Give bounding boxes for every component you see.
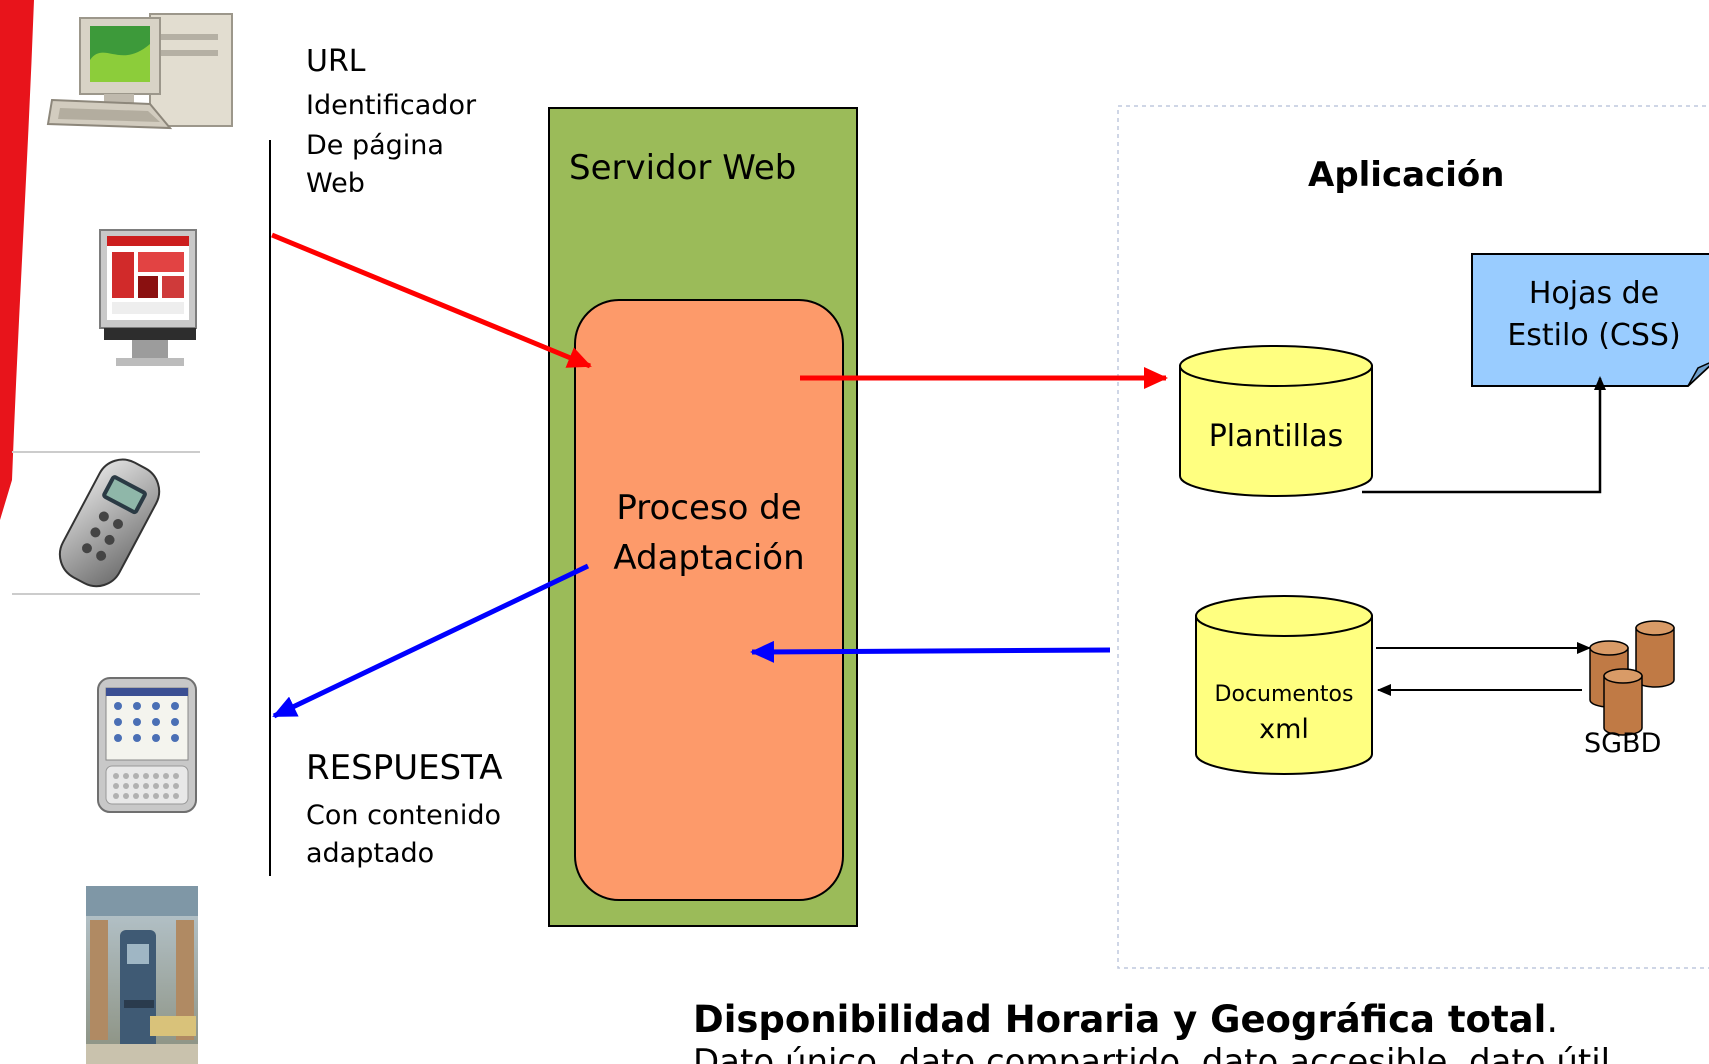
templates-to-stylesheet-connector	[1362, 378, 1602, 494]
documents-line-1: Documentos	[1214, 682, 1354, 707]
mobile-phone-icon	[58, 458, 161, 588]
footer-headline-punct: .	[1546, 998, 1559, 1041]
stylesheet-document	[1471, 253, 1709, 387]
sgbd-database-icon	[1589, 620, 1675, 736]
server-title: Servidor Web	[569, 148, 797, 188]
request-title: URL	[306, 44, 366, 79]
red-accent-band	[0, 0, 34, 520]
stylesheet-line-2: Estilo (CSS)	[1507, 318, 1681, 353]
response-line-1: Con contenido	[306, 800, 502, 831]
documents-line-2: xml	[1259, 714, 1309, 745]
templates-cylinder	[1179, 345, 1373, 497]
request-line-1: Identificador	[306, 90, 477, 121]
flat-screen-monitor-icon	[99, 229, 197, 366]
process-line-1: Proceso de	[616, 488, 802, 528]
application-title: Aplicación	[1308, 155, 1505, 195]
xml-documents-cylinder	[1195, 595, 1373, 775]
request-line-3: Web	[306, 168, 365, 199]
adaptation-process-box	[574, 299, 844, 901]
response-title: RESPUESTA	[306, 748, 503, 788]
street-kiosk-icon	[86, 886, 198, 1064]
database-label: SGBD	[1584, 728, 1662, 759]
request-line-2: De página	[306, 130, 444, 161]
stylesheet-line-1: Hojas de	[1528, 276, 1660, 311]
response-line-2: adaptado	[306, 838, 435, 869]
templates-label: Plantillas	[1208, 419, 1344, 454]
footer-headline: Disponibilidad Horaria y Geográfica tota…	[693, 998, 1558, 1042]
desktop-computer-icon	[46, 13, 233, 130]
application-response-arrow	[750, 640, 1111, 663]
client-response-arrow	[272, 563, 590, 719]
pda-icon	[97, 677, 197, 813]
process-line-2: Adaptación	[613, 538, 805, 578]
footer-headline-text: Disponibilidad Horaria y Geográfica tota…	[693, 998, 1547, 1041]
footer-subline: Dato único, dato compartido, dato accesi…	[693, 1042, 1611, 1064]
request-arrow	[271, 232, 592, 369]
application-region	[1117, 105, 1709, 969]
